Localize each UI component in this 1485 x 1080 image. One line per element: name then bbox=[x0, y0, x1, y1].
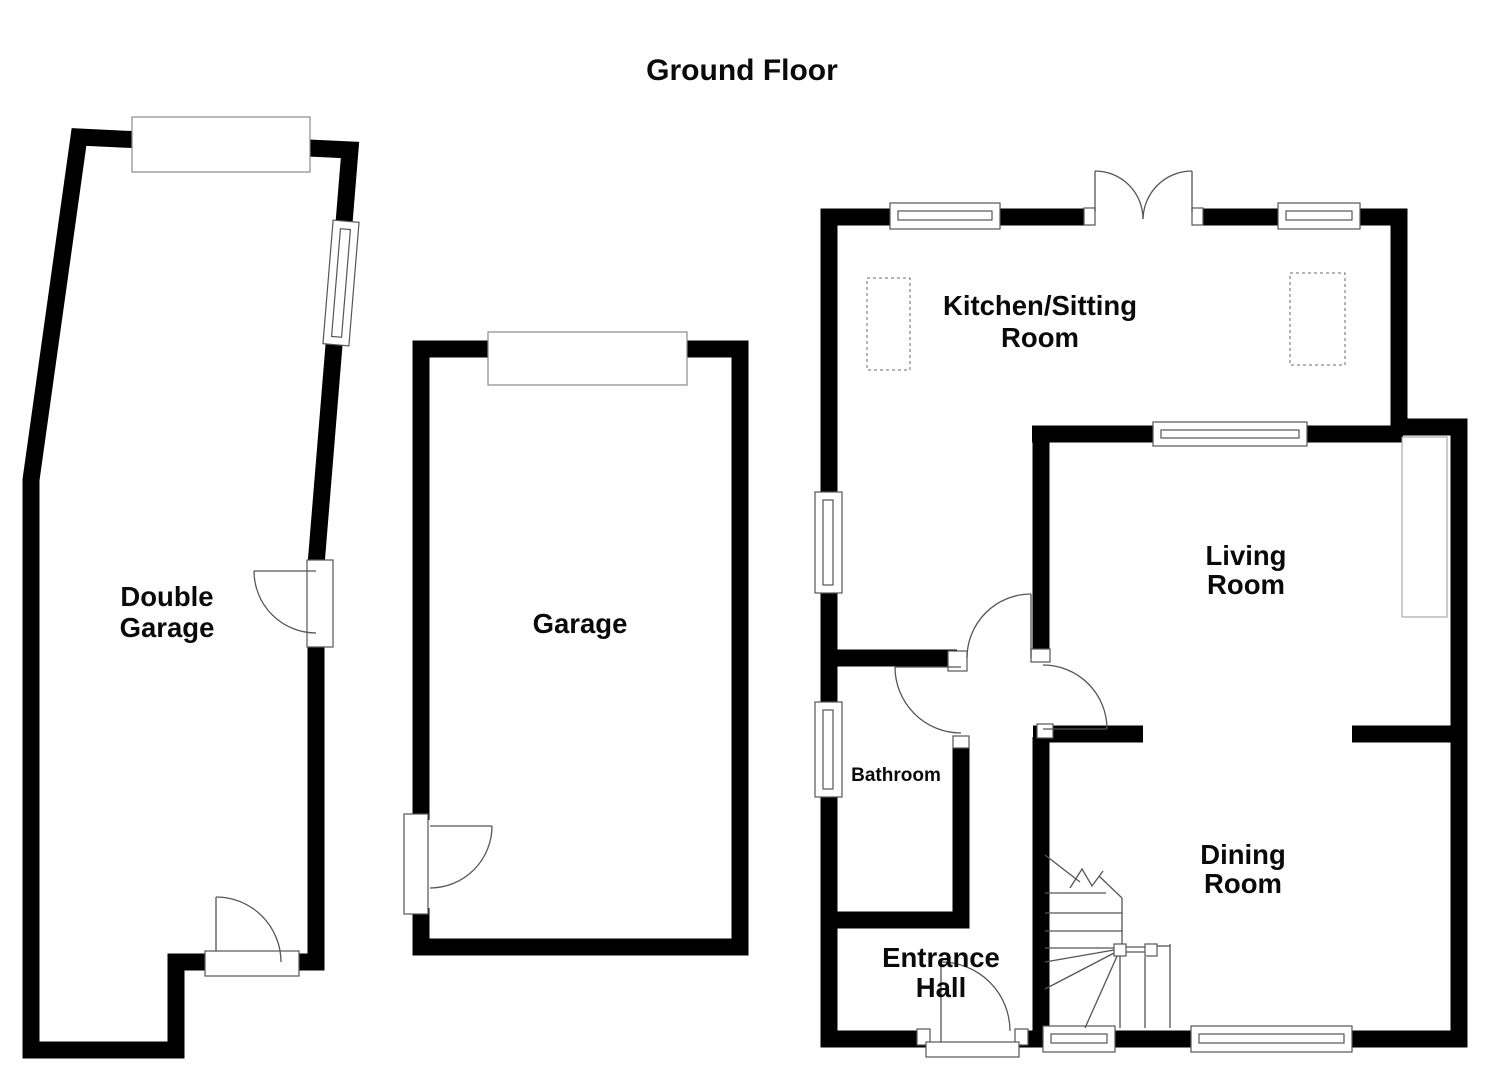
room-label-double-garage-2: Garage bbox=[120, 612, 215, 643]
window-living-room bbox=[1152, 421, 1308, 447]
door-garage-side bbox=[403, 813, 493, 915]
window-bathroom bbox=[814, 701, 843, 798]
stair-newel-post bbox=[1113, 943, 1127, 957]
room-label-kitchen-1: Kitchen/Sitting bbox=[943, 290, 1137, 321]
room-label-double-garage-1: Double bbox=[120, 581, 213, 612]
living-room-alcove bbox=[1401, 436, 1448, 618]
double-garage-door-panel bbox=[131, 116, 311, 173]
windows bbox=[131, 116, 1361, 1053]
room-label-entrance-2: Hall bbox=[916, 972, 966, 1003]
door-bathroom bbox=[894, 666, 970, 749]
staircase bbox=[1044, 854, 1171, 1029]
wall-bathroom-right-bottom bbox=[821, 742, 970, 929]
window-left-upper bbox=[814, 491, 843, 594]
room-label-garage: Garage bbox=[533, 608, 628, 639]
room-label-entrance-1: Entrance bbox=[882, 942, 1000, 973]
window-stairs bbox=[1042, 1025, 1116, 1053]
door-double-garage-bottom bbox=[204, 896, 300, 977]
window-double-garage bbox=[322, 219, 360, 347]
kitchen-dashed-unit-right bbox=[1289, 272, 1346, 366]
room-label-dining-2: Room bbox=[1204, 868, 1282, 899]
room-label-bathroom: Bathroom bbox=[851, 765, 941, 786]
window-kitchen-right bbox=[1277, 202, 1361, 230]
doors bbox=[204, 170, 1204, 1058]
door-front-entrance bbox=[916, 961, 1029, 1058]
kitchen-dashed-unit-left bbox=[866, 277, 911, 371]
room-label-dining-1: Dining bbox=[1200, 839, 1286, 870]
door-living-room bbox=[1036, 664, 1108, 739]
room-label-living-1: Living bbox=[1206, 540, 1287, 571]
room-label-kitchen-2: Room bbox=[1001, 322, 1079, 353]
door-bathroom-entry bbox=[947, 593, 1051, 672]
fixtures bbox=[866, 272, 1448, 618]
wall-double-garage-lower-right bbox=[292, 647, 325, 971]
labels: Ground Floor Double Garage Garage Kitche… bbox=[120, 54, 1287, 1003]
window-dining-room bbox=[1190, 1025, 1353, 1053]
floor-title: Ground Floor bbox=[646, 54, 838, 87]
room-label-living-2: Room bbox=[1207, 569, 1285, 600]
wall-garage-outline bbox=[412, 340, 749, 956]
door-double-garage-side bbox=[253, 559, 334, 648]
garage-door-panel bbox=[487, 331, 688, 386]
wall-house-right bbox=[1017, 208, 1468, 1048]
stair-rail-post bbox=[1144, 943, 1158, 957]
door-kitchen-french bbox=[1083, 170, 1204, 226]
window-kitchen-left bbox=[889, 202, 1001, 230]
